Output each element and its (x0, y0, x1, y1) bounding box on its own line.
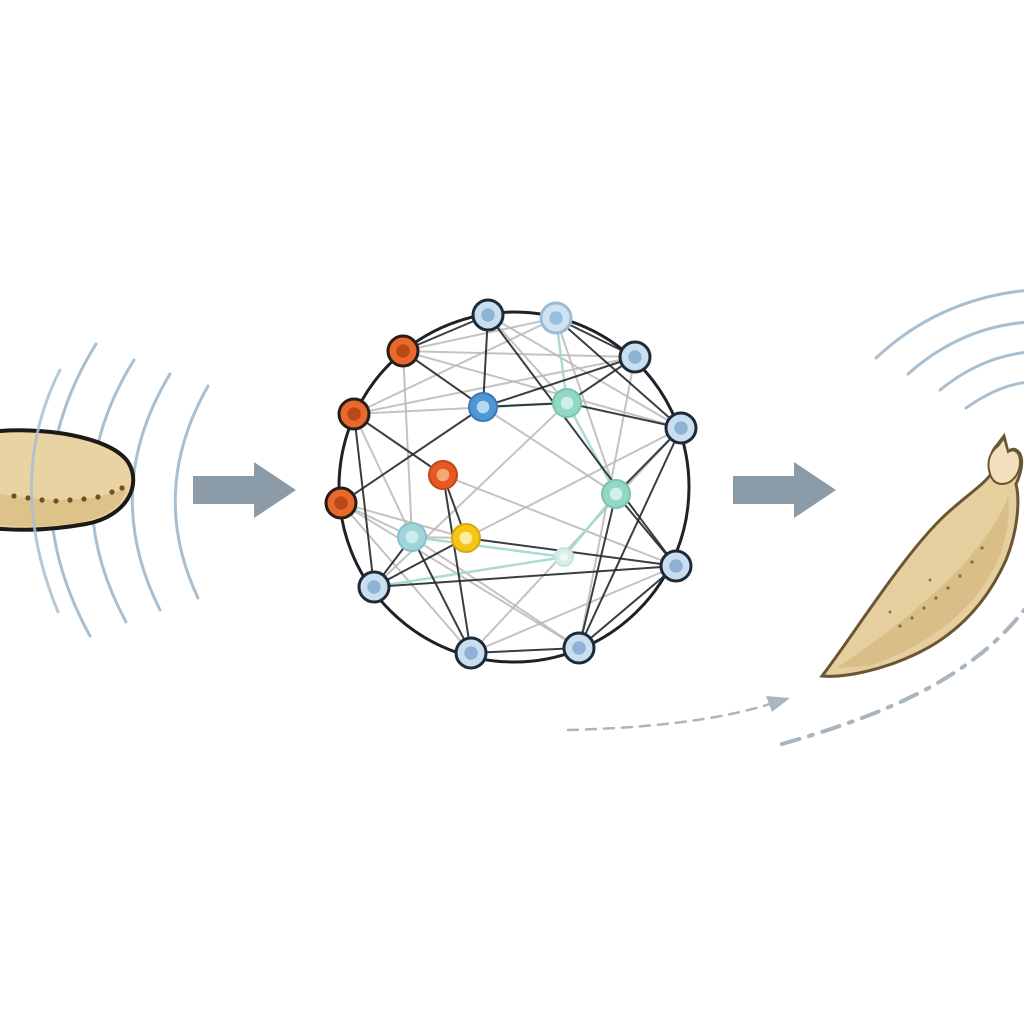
network-edge (410, 535, 566, 559)
network-edge (402, 350, 636, 358)
trail-arrowhead-icon (766, 696, 790, 712)
network-edge (578, 427, 682, 649)
signal-waves-left-front (30, 368, 62, 614)
network-edge (566, 402, 682, 429)
network-node-light-blue (618, 340, 652, 374)
network-node-light-blue (659, 549, 693, 583)
network-node-light-blue (664, 411, 698, 445)
network-edge (411, 536, 472, 654)
network-node-teal (601, 479, 631, 509)
network-edges-dark (340, 314, 682, 654)
network-node-light-blue (454, 636, 488, 670)
network-node-light-blue (357, 570, 391, 604)
network-nodes (324, 298, 698, 670)
network-edge (340, 502, 467, 539)
network-edge (340, 502, 472, 654)
network-edge (465, 427, 682, 539)
network-node-light-blue (471, 298, 505, 332)
organism-spots (11, 485, 125, 504)
network-node-blue (468, 392, 498, 422)
network-edge (487, 314, 682, 429)
network-edge (402, 350, 682, 429)
network-node-faint-teal (554, 547, 574, 567)
network-edge (373, 565, 677, 588)
network-edge (353, 413, 444, 476)
planarian-body (819, 432, 1024, 678)
network-edge (353, 356, 636, 415)
network-node-yellow (451, 523, 481, 553)
signal-waves-right (874, 289, 1024, 410)
network-edge (565, 401, 618, 496)
network-node-teal (552, 388, 582, 418)
planarian-spots (888, 546, 984, 628)
network-edge (353, 413, 375, 588)
network-edge (373, 537, 467, 588)
network-edge (373, 402, 568, 588)
network-edge (402, 350, 413, 538)
network-icon (324, 298, 698, 670)
network-edge (340, 406, 484, 504)
elongated-body-icon (0, 342, 210, 638)
network-edge (487, 314, 568, 404)
arrow-right-icon (193, 462, 296, 518)
arrow-right-icon (733, 462, 836, 518)
network-edge (555, 317, 617, 495)
network-edge (470, 647, 580, 654)
planarian-icon (566, 289, 1024, 746)
network-edge (555, 317, 682, 429)
network-node-cyan (397, 522, 427, 552)
network-node-red-orange (428, 460, 458, 490)
planarian-head (987, 435, 1022, 486)
planarian-shade (836, 496, 1009, 668)
network-edge (411, 536, 580, 649)
network-edge (402, 317, 557, 352)
network-edge (442, 474, 472, 654)
network-edge (578, 565, 677, 649)
network-edge (470, 565, 677, 654)
organism-body-shade (0, 488, 126, 527)
network-node-orange (386, 334, 420, 368)
network-edge (578, 493, 617, 649)
network-node-orange (324, 486, 358, 520)
network-edge (487, 314, 677, 567)
network-node-orange (337, 397, 371, 431)
network-node-pale-blue (539, 301, 573, 335)
network-edge (442, 474, 677, 567)
network-edge (372, 555, 566, 589)
network-edge (482, 406, 617, 495)
motion-trail (566, 608, 1024, 746)
network-node-light-blue (562, 631, 596, 665)
